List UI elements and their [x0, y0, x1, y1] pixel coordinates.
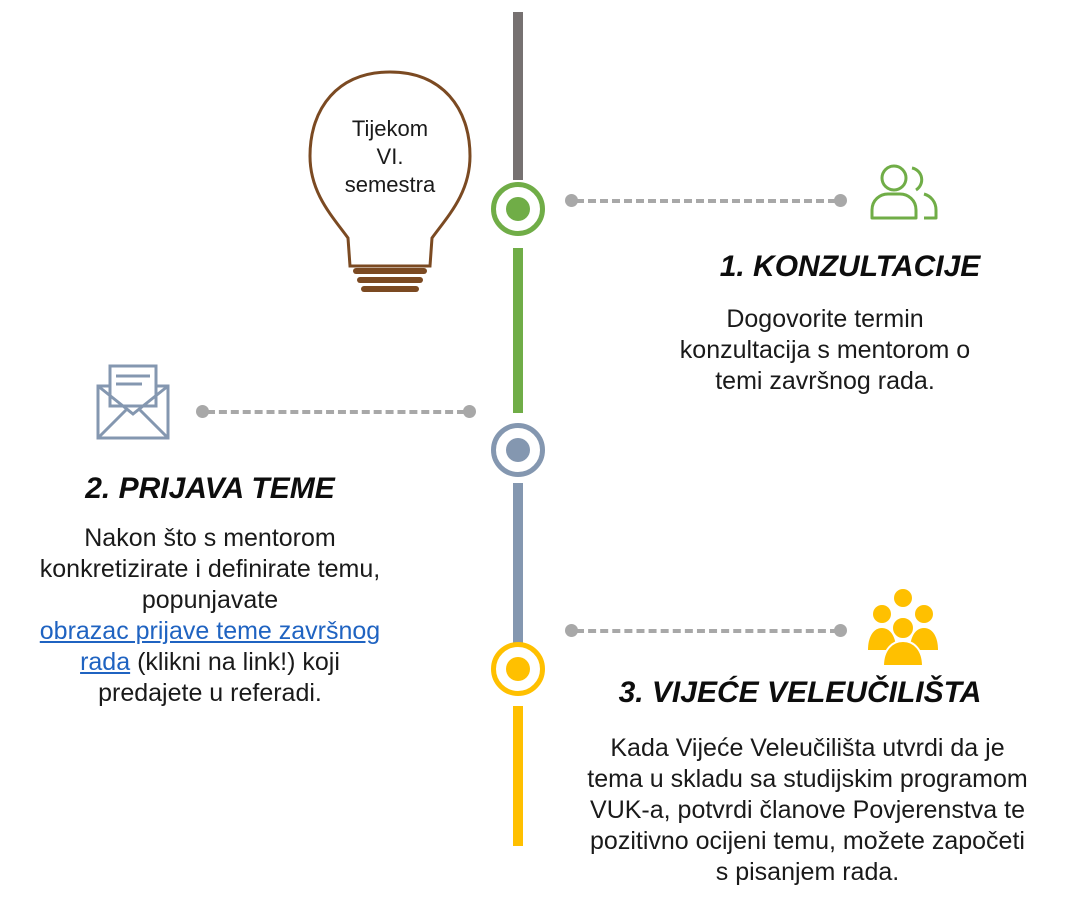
connector-3-line — [576, 629, 838, 633]
timeline-node-2-dot — [506, 438, 530, 462]
timeline-segment-top — [513, 12, 523, 180]
timeline-segment-green — [513, 248, 523, 413]
step-3-line-4: pozitivno ocijeni temu, možete započeti — [590, 827, 1025, 855]
connector-3-end-dot — [834, 624, 847, 637]
step-2-line-4: obrazac prijave teme završnog — [0, 616, 420, 647]
form-link-continued[interactable]: rada — [80, 648, 131, 676]
bulb-label-line-3: semestra — [344, 172, 436, 197]
connector-2-line — [207, 410, 465, 414]
step-2-line-5: rada (klikni na link!) koji — [0, 647, 420, 678]
connector-2-end-dot — [463, 405, 476, 418]
timeline-node-2 — [491, 423, 545, 477]
step-2-title: 2. PRIJAVA TEME — [85, 472, 335, 505]
group-icon — [868, 589, 938, 666]
step-2-line-3: popunjavate — [141, 586, 279, 614]
step-2-line-1: Nakon što s mentorom — [84, 524, 336, 552]
step-1-title: 1. KONZULTACIJE — [719, 250, 981, 283]
step-1-line-1: Dogovorite termin — [726, 305, 924, 333]
connector-2-start-dot — [196, 405, 209, 418]
step-2-line-2: konkretizirate i definirate temu, — [39, 555, 381, 583]
connector-1-end-dot — [834, 194, 847, 207]
step-3-line-5: s pisanjem rada. — [715, 858, 900, 886]
timeline-node-1-dot — [506, 197, 530, 221]
connector-3-start-dot — [565, 624, 578, 637]
bulb-label-line-1: Tijekom — [351, 116, 429, 141]
timeline-segment-yellow — [513, 706, 523, 846]
step-3-line-1: Kada Vijeće Veleučilišta utvrdi da je — [610, 734, 1005, 762]
link-hint: (klikni na link!) koji — [130, 648, 340, 676]
connector-1-line — [576, 199, 836, 203]
step-2-description: Nakon što s mentorom konkretizirate i de… — [0, 523, 420, 709]
timeline-segment-blue — [513, 483, 523, 643]
bulb-label-line-2: VI. — [376, 144, 404, 169]
step-1-description: Dogovorite termin konzultacija s mentoro… — [650, 304, 1000, 397]
timeline-node-3-dot — [506, 657, 530, 681]
form-link[interactable]: obrazac prijave teme završnog — [39, 617, 381, 645]
step-3-line-3: VUK-a, potvrdi članove Povjerenstva te — [590, 796, 1025, 824]
envelope-icon — [96, 364, 170, 440]
timeline-node-3 — [491, 642, 545, 696]
step-2-line-6: predajete u referadi. — [98, 679, 322, 707]
step-3-title: 3. VIJEĆE VELEUČILIŠTA — [618, 676, 982, 709]
light-bulb-icon — [308, 70, 472, 292]
bulb-label: Tijekom VI. semestra — [300, 115, 480, 199]
connector-1-start-dot — [565, 194, 578, 207]
step-1-line-2: konzultacija s mentorom o — [679, 336, 971, 364]
step-3-line-2: tema u skladu sa studijskim programom — [587, 765, 1028, 793]
step-3-description: Kada Vijeće Veleučilišta utvrdi da je te… — [545, 733, 1070, 888]
step-1-line-3: temi završnog rada. — [715, 367, 935, 395]
timeline-node-1 — [491, 182, 545, 236]
people-outline-icon — [870, 164, 938, 220]
